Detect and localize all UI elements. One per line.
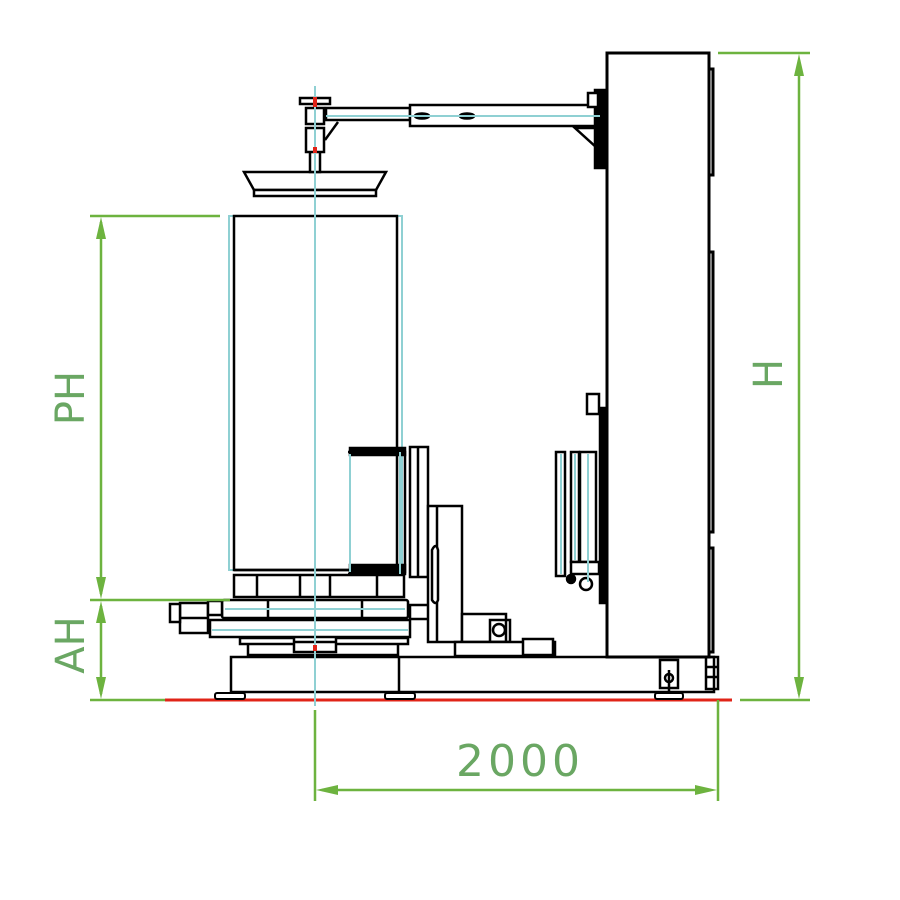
axis-markers <box>313 97 317 651</box>
dimension-ah <box>90 601 165 702</box>
film-carriage <box>554 392 609 605</box>
clamp-unit <box>348 445 557 658</box>
dimension-h <box>718 51 810 702</box>
dimension-width-label: 2000 <box>456 736 584 787</box>
dimension-h-label: H <box>746 359 792 389</box>
press-arm <box>324 88 607 170</box>
mast <box>605 51 715 659</box>
dimension-ph <box>90 214 230 602</box>
dimension-width <box>313 700 720 801</box>
base-frame <box>214 655 720 700</box>
turntable <box>168 568 446 657</box>
dimension-ah-label: AH <box>48 616 94 673</box>
film-roll-centerlines <box>560 454 589 582</box>
dimension-ph-label: PH <box>48 371 94 425</box>
